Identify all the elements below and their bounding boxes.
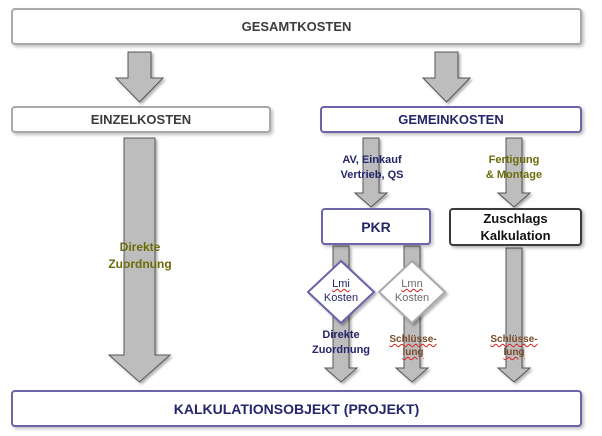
arrow-zuschlags-to-objekt (496, 247, 532, 383)
direkte-zuordnung-left-line2: Zuordnung (108, 257, 172, 271)
schluessel-right-line2: lung (503, 347, 525, 358)
schluessel-mid-line2: lung (402, 347, 424, 358)
fertigung-line2: & Montage (485, 169, 543, 181)
pkr-box: PKR (321, 208, 431, 245)
schluessel-right-label: Schlüsse- lung (478, 333, 550, 359)
zuschlags-line2: Kalkulation (480, 228, 551, 243)
einzelkosten-label: EINZELKOSTEN (90, 112, 192, 127)
fertigung-line1: Fertigung (488, 154, 540, 166)
lmi-label: Lmi Kosten (311, 277, 371, 305)
direkte-zuordnung-mid-label: Direkte Zuordnung (300, 328, 382, 358)
kalkulationsobjekt-label: KALKULATIONSOBJEKT (PROJEKT) (173, 400, 420, 417)
kalkulationsobjekt-box: KALKULATIONSOBJEKT (PROJEKT) (11, 390, 582, 427)
arrow-gemein-to-zuschlags (496, 137, 532, 208)
lmn-line2: Kosten (394, 292, 430, 304)
schluessel-mid-label: Schlüsse- lung (377, 333, 449, 359)
gemeinkosten-label: GEMEINKOSTEN (398, 112, 504, 127)
arrow-gesamt-to-einzel (114, 51, 165, 103)
av-einkauf-label: AV, Einkauf Vertrieb, QS (326, 153, 418, 183)
einzelkosten-box: EINZELKOSTEN (11, 106, 271, 133)
arrow-gesamt-to-gemein (421, 51, 472, 103)
arrow-gemein-to-pkr (353, 137, 389, 208)
av-einkauf-line2: Vertrieb, QS (340, 169, 404, 181)
lmn-label: Lmn Kosten (382, 277, 442, 305)
zuschlags-line1: Zuschlags (483, 211, 548, 226)
gesamtkosten-box: GESAMTKOSTEN (11, 8, 582, 45)
direkte-zuordnung-mid-line1: Direkte (322, 329, 360, 341)
lmn-diamond (377, 259, 447, 325)
direkte-zuordnung-left-line1: Direkte (119, 240, 161, 254)
schluessel-right-line1: Schlüsse- (490, 334, 538, 345)
lmn-line1: Lmn (401, 278, 423, 290)
gesamtkosten-label: GESAMTKOSTEN (241, 19, 352, 34)
fertigung-label: Fertigung & Montage (470, 153, 558, 183)
lmi-diamond (306, 259, 376, 325)
direkte-zuordnung-left-label: Direkte Zuordnung (95, 239, 185, 273)
schluessel-mid-line1: Schlüsse- (389, 334, 437, 345)
direkte-zuordnung-mid-line2: Zuordnung (311, 344, 371, 356)
arrow-einzel-to-objekt (107, 137, 172, 383)
lmi-line2: Kosten (323, 292, 359, 304)
gemeinkosten-box: GEMEINKOSTEN (320, 106, 582, 133)
av-einkauf-line1: AV, Einkauf (342, 154, 402, 166)
zuschlags-box: Zuschlags Kalkulation (449, 208, 582, 246)
pkr-label: PKR (361, 218, 391, 235)
lmi-line1: Lmi (332, 278, 350, 290)
